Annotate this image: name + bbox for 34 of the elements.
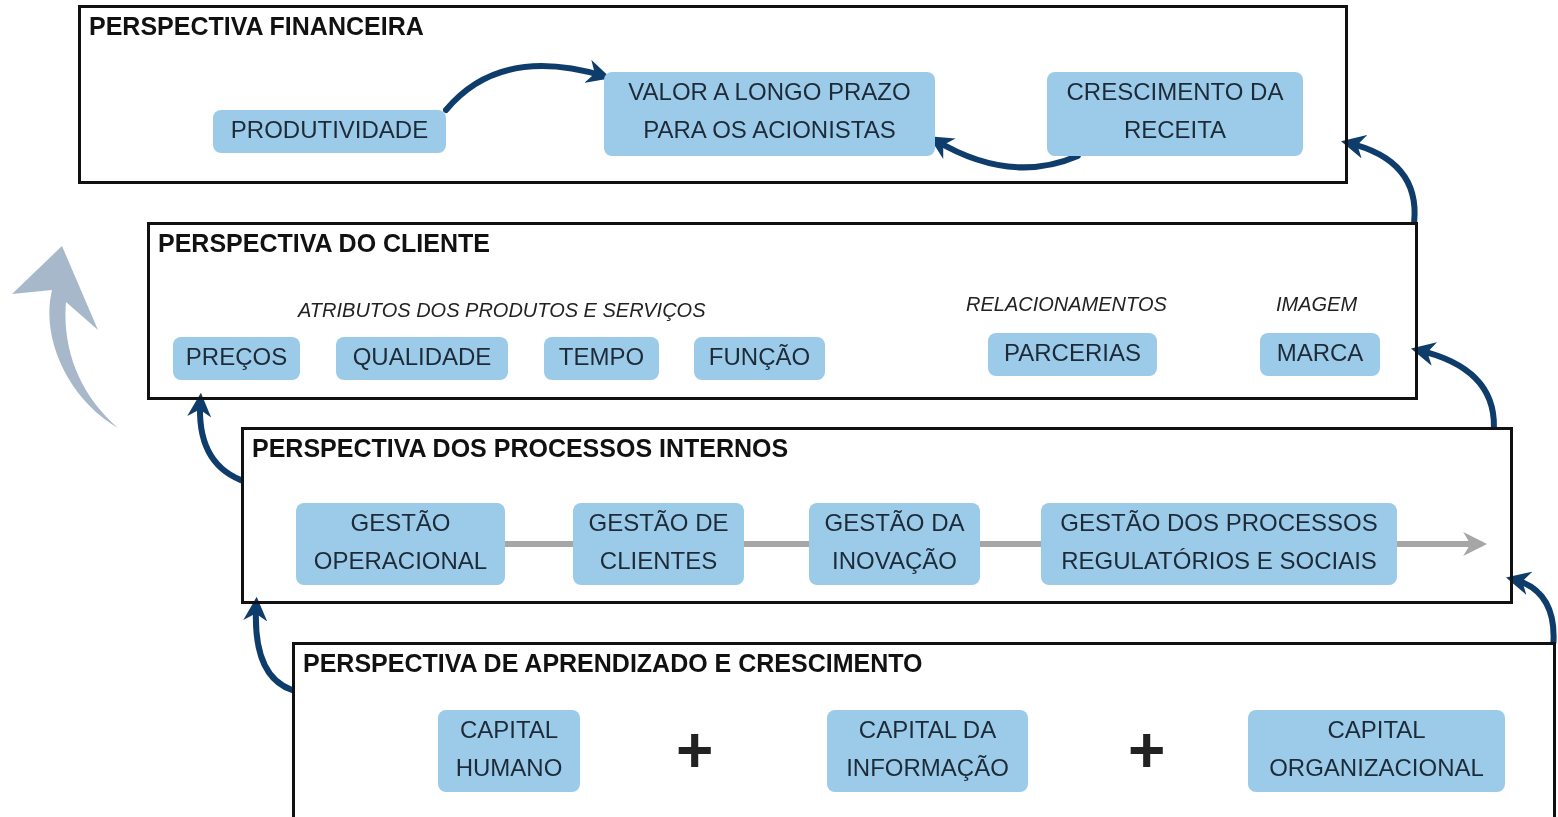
objective-tag: GESTÃO DOS PROCESSOS REGULATÓRIOS E SOCIAIS (1041, 503, 1397, 585)
objective-tag: PREÇOS (173, 337, 300, 380)
objective-tag: GESTÃO DE CLIENTES (573, 503, 744, 585)
perspective-box (241, 427, 1513, 604)
objective-tag: CAPITAL ORGANIZACIONAL (1248, 710, 1505, 792)
objective-tag: CAPITAL DA INFORMAÇÃO (827, 710, 1028, 792)
objective-tag: CAPITAL HUMANO (438, 710, 580, 792)
plus-sign: + (676, 718, 714, 782)
section-heading: PERSPECTIVA DOS PROCESSOS INTERNOS (252, 434, 789, 463)
arrow (187, 392, 244, 484)
objective-tag: FUNÇÃO (694, 337, 825, 380)
group-label: RELACIONAMENTOS (966, 294, 1167, 314)
arrow (1411, 342, 1497, 430)
arrow (243, 596, 295, 693)
objective-tag: MARCA (1260, 333, 1380, 376)
section-heading: PERSPECTIVA FINANCEIRA (89, 12, 424, 41)
arrow (1506, 572, 1557, 645)
group-label: IMAGEM (1276, 294, 1358, 314)
plus-sign: + (1128, 718, 1166, 782)
section-heading: PERSPECTIVA DO CLIENTE (158, 229, 490, 258)
perspective-box (292, 642, 1556, 817)
objective-tag: QUALIDADE (336, 337, 508, 380)
objective-tag: GESTÃO OPERACIONAL (296, 503, 505, 585)
arrow (1341, 135, 1418, 225)
objective-tag: PRODUTIVIDADE (213, 110, 446, 153)
objective-tag: GESTÃO DA INOVAÇÃO (809, 503, 980, 585)
section-heading: PERSPECTIVA DE APRENDIZADO E CRESCIMENTO (303, 649, 923, 678)
objective-tag: VALOR A LONGO PRAZO PARA OS ACIONISTAS (604, 72, 935, 156)
group-label: ATRIBUTOS DOS PRODUTOS E SERVIÇOS (298, 300, 706, 320)
objective-tag: TEMPO (544, 337, 659, 380)
perspective-box (78, 5, 1348, 184)
perspective-box (147, 222, 1418, 400)
objective-tag: CRESCIMENTO DA RECEITA (1047, 72, 1303, 156)
objective-tag: PARCERIAS (988, 333, 1157, 376)
